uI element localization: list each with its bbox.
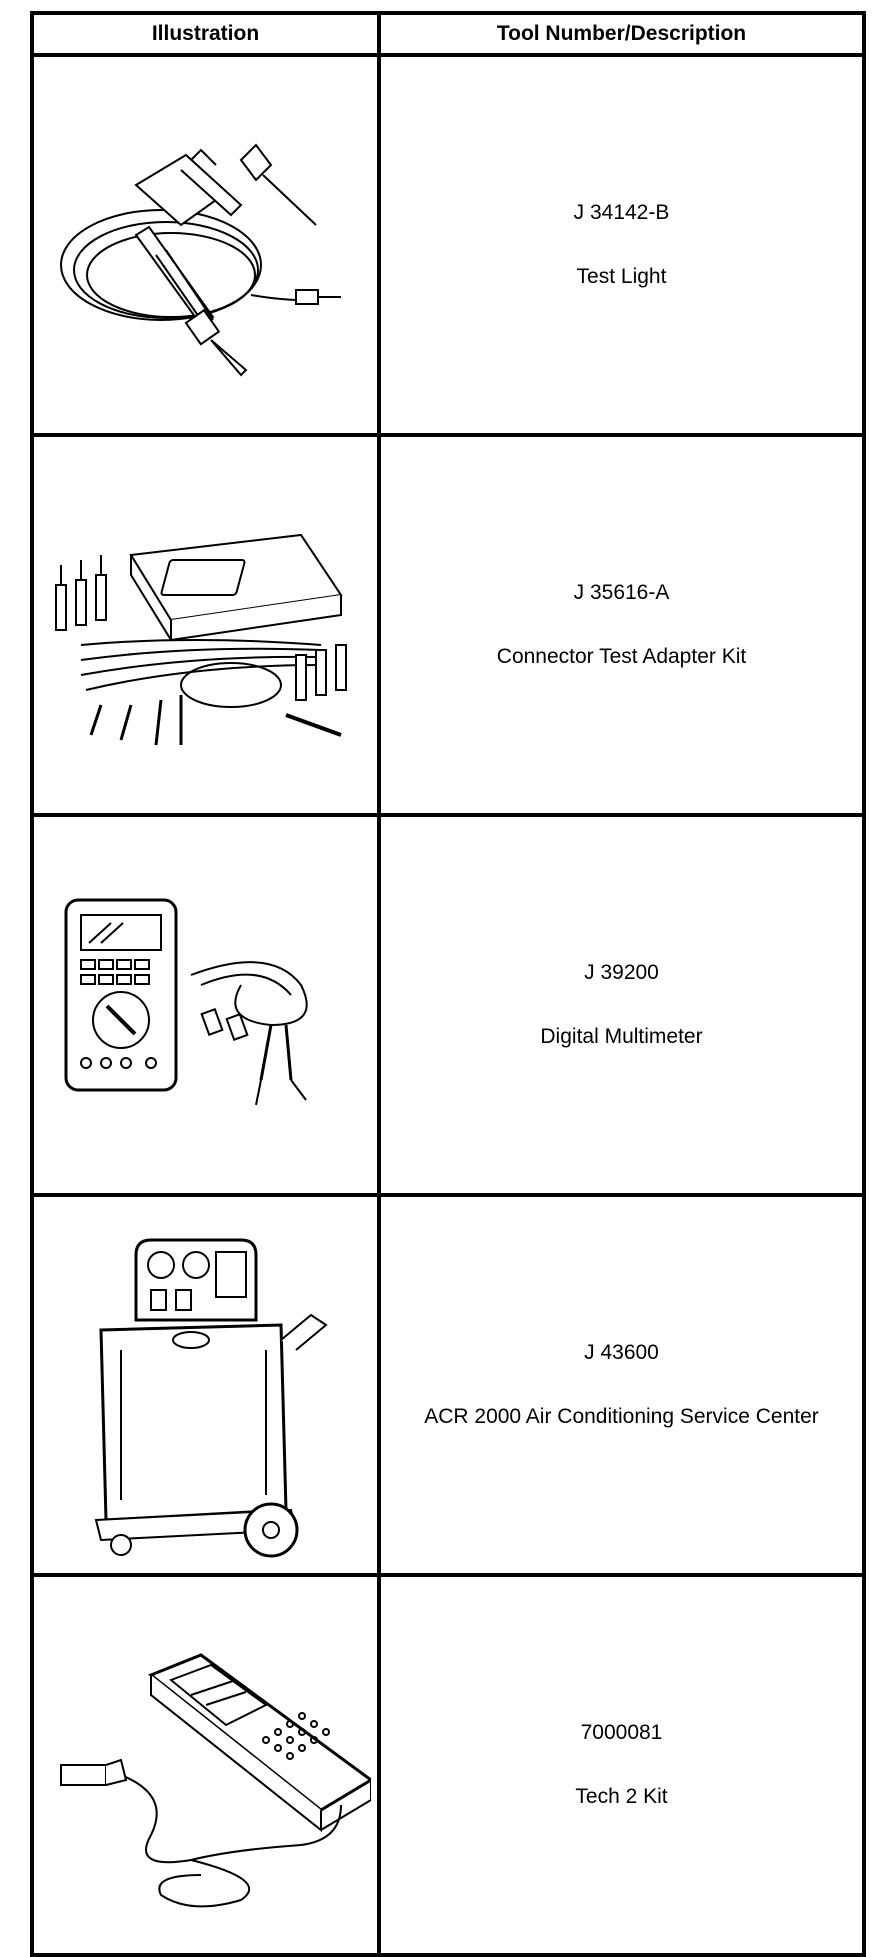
tool-name: Digital Multimeter: [540, 1025, 703, 1048]
tool-description-cell: J 39200 Digital Multimeter: [377, 813, 866, 1197]
illustration-cell: [30, 1573, 381, 1957]
tool-name: Test Light: [576, 265, 667, 288]
ac-service-center-icon: [41, 1200, 371, 1570]
tool-number: J 39200: [584, 961, 659, 984]
tool-table-sheet: Illustration Tool Number/Description: [30, 11, 866, 1957]
table-row: J 35616-A Connector Test Adapter Kit: [30, 433, 866, 817]
tool-description-cell: J 43600 ACR 2000 Air Conditioning Servic…: [377, 1193, 866, 1577]
illustration-cell: [30, 1193, 381, 1577]
tech2-scanner-icon: [41, 1580, 371, 1950]
tool-number: J 34142-B: [573, 201, 670, 224]
table-row: J 43600 ACR 2000 Air Conditioning Servic…: [30, 1193, 866, 1577]
test-light-icon: [41, 65, 371, 425]
illustration-cell: [30, 53, 381, 437]
tool-description-cell: 7000081 Tech 2 Kit: [377, 1573, 866, 1957]
tool-description-cell: J 35616-A Connector Test Adapter Kit: [377, 433, 866, 817]
table-row: J 34142-B Test Light: [30, 53, 866, 437]
illustration-cell: [30, 433, 381, 817]
tool-column-header: Tool Number/Description: [377, 11, 866, 57]
tool-name: Tech 2 Kit: [575, 1785, 668, 1808]
table-row: 7000081 Tech 2 Kit: [30, 1573, 866, 1957]
illustration-column-header: Illustration: [30, 11, 381, 57]
tool-name: Connector Test Adapter Kit: [496, 645, 747, 668]
tool-number: J 43600: [584, 1341, 659, 1364]
multimeter-icon: [41, 825, 371, 1185]
table-header-row: Illustration Tool Number/Description: [30, 11, 866, 57]
tool-number: J 35616-A: [573, 581, 670, 604]
tool-table: Illustration Tool Number/Description: [30, 11, 866, 1957]
adapter-kit-icon: [41, 445, 371, 805]
tool-name: ACR 2000 Air Conditioning Service Center: [424, 1405, 819, 1428]
tool-description-cell: J 34142-B Test Light: [377, 53, 866, 437]
table-row: J 39200 Digital Multimeter: [30, 813, 866, 1197]
illustration-cell: [30, 813, 381, 1197]
tool-number: 7000081: [580, 1721, 663, 1744]
